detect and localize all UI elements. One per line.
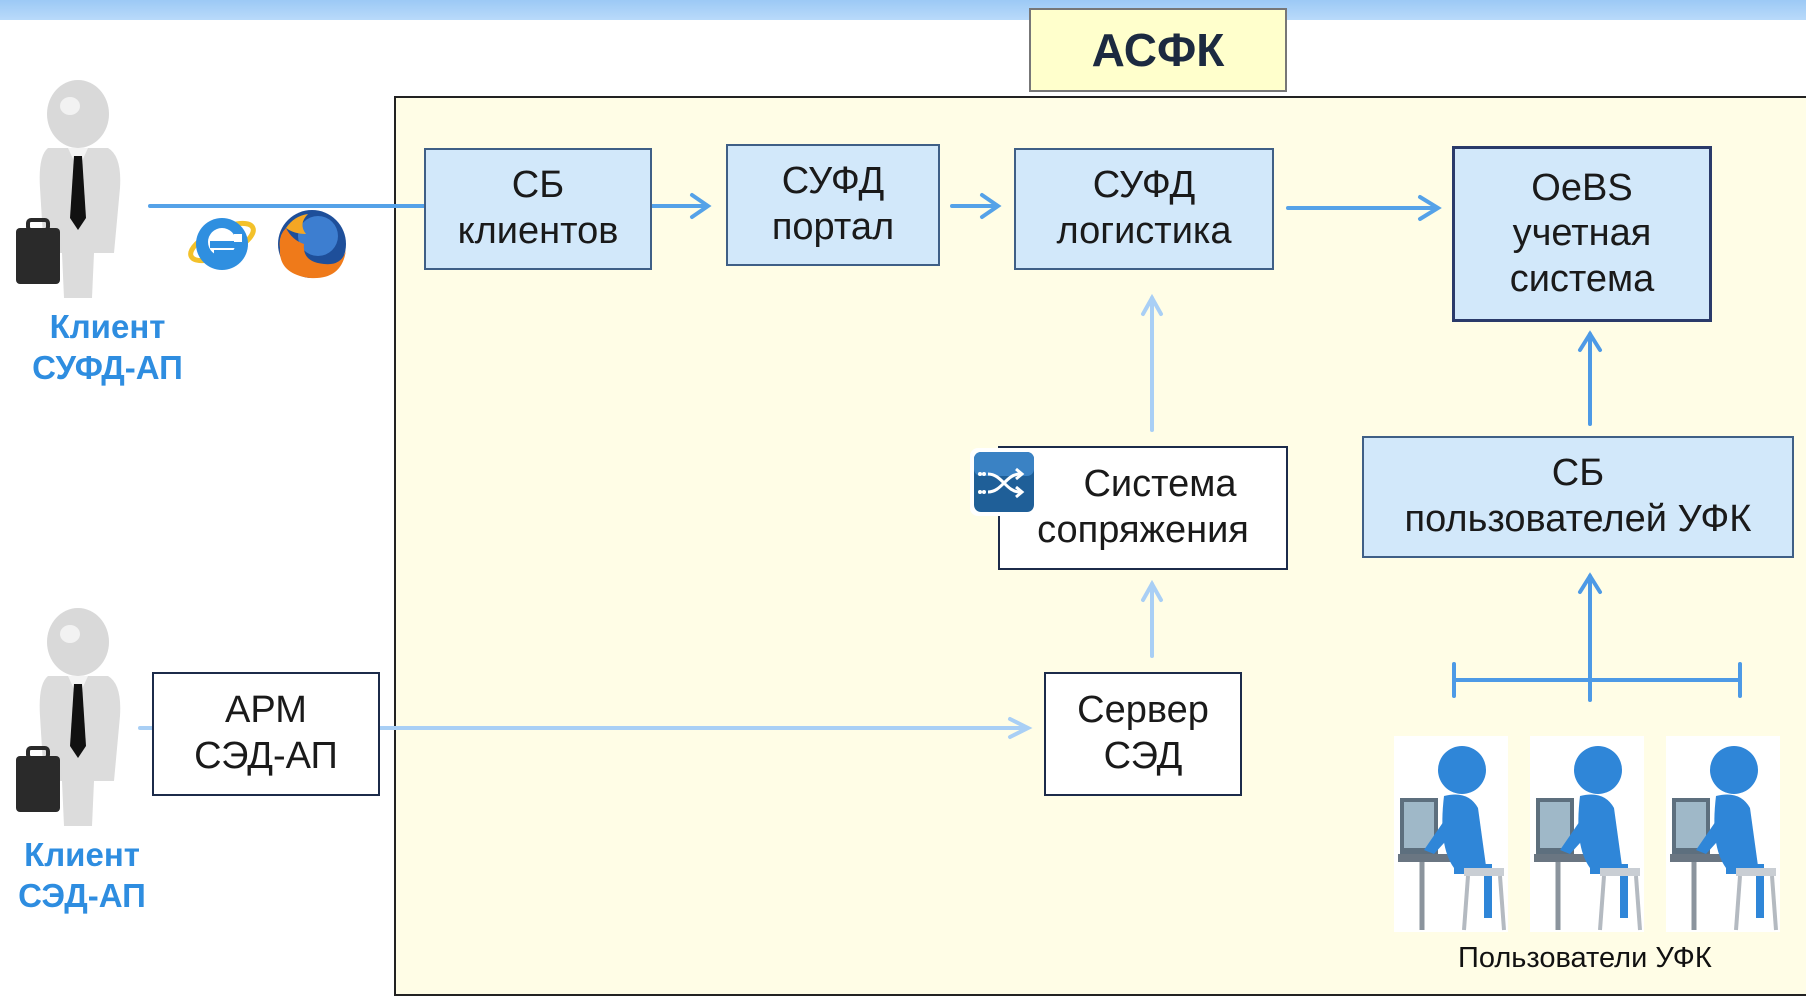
actor-client-sed-line1: Клиент: [24, 836, 140, 873]
firefox-icon: [278, 210, 346, 279]
top-banner: [0, 0, 1806, 20]
node-sufd-portal: СУФД портал: [726, 144, 940, 266]
node-interface-system-line1: Система: [1083, 463, 1237, 506]
asfk-title: АСФК: [1029, 8, 1287, 92]
node-sufd-logistics: СУФД логистика: [1014, 148, 1274, 270]
actor-client-sufd: Клиент СУФД-АП: [10, 306, 205, 389]
node-sb-clients-line2: клиентов: [457, 210, 619, 252]
arrow-arm-to-server: [138, 717, 1033, 739]
node-sed-server-line1: Сервер: [1077, 689, 1209, 732]
actor-client-sufd-line2: СУФД-АП: [32, 349, 183, 387]
actor-client-sed-line2: СЭД-АП: [18, 877, 146, 915]
actor-client-sufd-line1: Клиент: [49, 308, 166, 345]
node-sufd-portal-line2: портал: [771, 206, 895, 248]
node-oebs: OeBS учетная система: [1452, 146, 1712, 322]
node-oebs-line2: учетная: [1512, 212, 1652, 255]
arrow-server-to-interface: [1141, 579, 1163, 658]
node-interface-system-line2: сопряжения: [1037, 509, 1249, 551]
businessman-icon: [16, 608, 121, 826]
internet-explorer-icon: [188, 218, 256, 270]
node-sed-server: Сервер СЭД: [1044, 672, 1242, 796]
ufk-users-bus: [1452, 572, 1742, 702]
arrow-logistics-to-oebs: [1286, 195, 1442, 221]
node-arm-sed-line2: СЭД-АП: [194, 735, 338, 777]
data-exchange-icon: [970, 448, 1038, 516]
node-oebs-line3: система: [1509, 257, 1655, 300]
arrow-sbufk-to-oebs: [1578, 330, 1602, 426]
ufk-users-caption: Пользователи УФК: [1458, 942, 1712, 974]
node-arm-sed-line1: АРМ: [225, 689, 307, 732]
node-sufd-portal-line1: СУФД: [781, 160, 885, 203]
node-interface-system: Система сопряжения: [998, 446, 1288, 570]
actor-client-sed: Клиент СЭД-АП: [0, 834, 164, 917]
node-sufd-logistics-line1: СУФД: [1092, 164, 1196, 207]
node-sb-clients-line1: СБ: [511, 164, 565, 207]
arrow-sb-to-portal: [650, 193, 712, 219]
node-oebs-line1: OeBS: [1531, 166, 1633, 209]
node-sb-clients: СБ клиентов: [424, 148, 652, 270]
user-at-computer-icon: [1394, 736, 1508, 932]
node-sb-ufk-users-line2: пользователей УФК: [1404, 498, 1752, 540]
node-sb-ufk-users-line1: СБ: [1551, 452, 1605, 495]
businessman-icon: [16, 80, 121, 298]
node-arm-sed: АРМ СЭД-АП: [152, 672, 380, 796]
arrow-portal-to-logistics: [950, 193, 1002, 219]
node-sed-server-line2: СЭД: [1103, 735, 1183, 777]
user-at-computer-icon: [1666, 736, 1780, 932]
node-sb-ufk-users: СБ пользователей УФК: [1362, 436, 1794, 558]
user-at-computer-icon: [1530, 736, 1644, 932]
arrow-interface-to-logistics: [1141, 293, 1163, 432]
node-sufd-logistics-line2: логистика: [1056, 210, 1232, 252]
